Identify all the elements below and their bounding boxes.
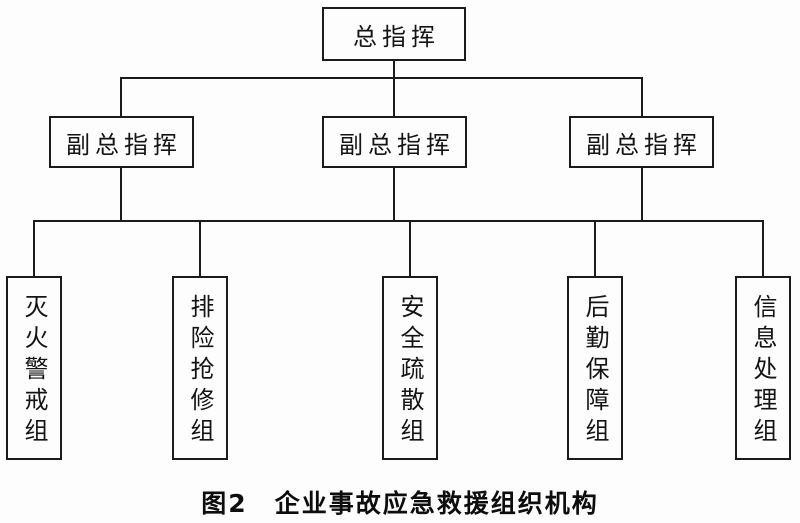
- connector-team3-drop: [409, 221, 411, 276]
- node-deputy-commander-2: 副总指挥: [322, 116, 467, 168]
- node-team4-label: 后勤保障组: [581, 294, 609, 449]
- node-deputy-commander-1: 副总指挥: [49, 116, 194, 168]
- connector-deputy3-drop: [641, 78, 643, 116]
- node-chief-commander-label: 总指挥: [353, 22, 440, 51]
- node-deputy2-label: 副总指挥: [339, 130, 455, 159]
- node-team5-label: 信息处理组: [749, 294, 777, 449]
- connector-level1-rail: [120, 77, 643, 79]
- node-team3-label: 安全疏散组: [396, 294, 424, 449]
- connector-deputy3-down: [641, 168, 643, 222]
- connector-deputy1-down: [120, 168, 122, 222]
- node-team-danger-repair: 排险抢修组: [172, 276, 228, 460]
- connector-deputy2-down: [393, 168, 395, 222]
- connector-team2-drop: [199, 221, 201, 276]
- node-deputy-commander-3: 副总指挥: [569, 116, 714, 168]
- node-deputy3-label: 副总指挥: [586, 130, 702, 159]
- connector-team1-drop: [33, 221, 35, 276]
- connector-team5-drop: [762, 221, 764, 276]
- node-team-logistics-support: 后勤保障组: [567, 276, 623, 460]
- node-team-safe-evacuation: 安全疏散组: [382, 276, 438, 460]
- connector-deputy2-drop: [393, 78, 395, 116]
- node-team1-label: 灭火警戒组: [20, 294, 48, 449]
- connector-deputy1-drop: [120, 78, 122, 116]
- node-team2-label: 排险抢修组: [186, 294, 214, 449]
- connector-level2-rail: [33, 220, 764, 222]
- figure-caption: 图2 企业事故应急救援组织机构: [201, 489, 599, 518]
- node-deputy1-label: 副总指挥: [66, 130, 182, 159]
- node-team-fire-watch: 灭火警戒组: [6, 276, 62, 460]
- connector-root-drop: [393, 61, 395, 79]
- node-chief-commander: 总指挥: [322, 7, 466, 61]
- connector-team4-drop: [594, 221, 596, 276]
- node-team-info-processing: 信息处理组: [735, 276, 791, 460]
